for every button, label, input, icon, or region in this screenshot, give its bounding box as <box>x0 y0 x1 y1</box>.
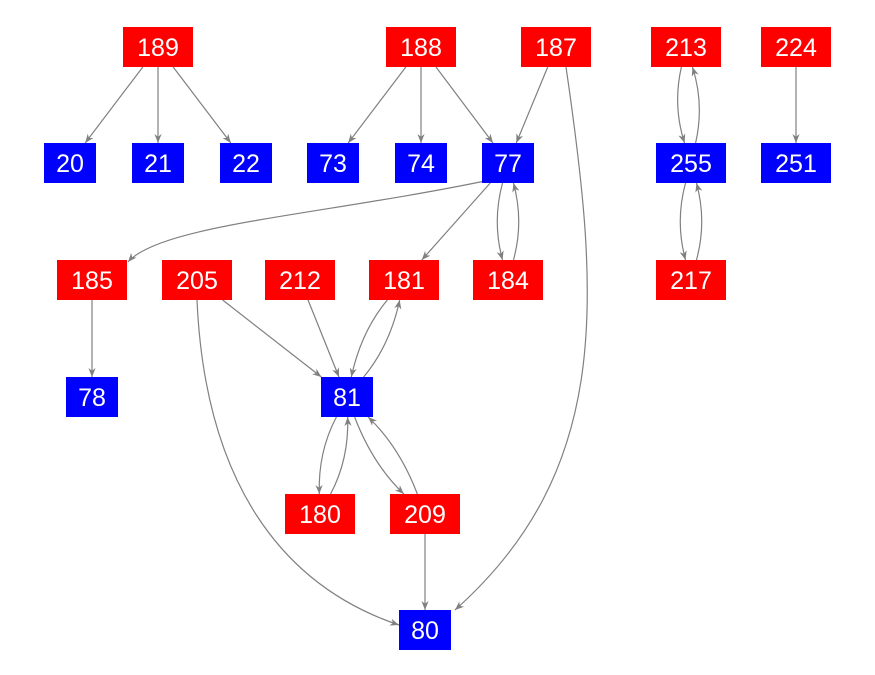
node-78: 78 <box>66 377 118 417</box>
node-label: 217 <box>670 267 712 295</box>
edge-213-255 <box>677 66 686 144</box>
node-209: 209 <box>390 494 460 534</box>
node-label: 73 <box>319 150 347 178</box>
node-box <box>265 260 335 300</box>
node-213: 213 <box>651 27 721 67</box>
node-box <box>57 260 127 300</box>
node-box <box>132 143 184 183</box>
node-box <box>521 27 591 67</box>
node-label: 212 <box>279 267 321 295</box>
node-box <box>220 143 272 183</box>
node-188: 188 <box>386 27 456 67</box>
node-box <box>162 260 232 300</box>
node-label: 189 <box>137 34 179 62</box>
node-label: 185 <box>71 267 113 295</box>
node-box <box>651 27 721 67</box>
node-box <box>386 27 456 67</box>
edge-77-184 <box>496 182 504 261</box>
edge-81-180 <box>315 416 337 495</box>
edge-188-77 <box>435 66 494 144</box>
edge-189-22 <box>172 66 232 144</box>
node-label: 20 <box>56 150 84 178</box>
edge-181-81 <box>349 299 388 378</box>
node-255: 255 <box>656 143 726 183</box>
edge-205-81 <box>222 299 322 378</box>
node-box <box>66 377 118 417</box>
edge-209-81 <box>367 416 418 495</box>
node-251: 251 <box>761 143 831 183</box>
node-73: 73 <box>307 143 359 183</box>
node-label: 205 <box>176 267 218 295</box>
node-box <box>482 143 534 183</box>
node-box <box>395 143 447 183</box>
node-label: 213 <box>665 34 707 62</box>
node-label: 80 <box>411 617 439 645</box>
node-224: 224 <box>761 27 831 67</box>
edge-81-181 <box>363 299 402 378</box>
node-label: 209 <box>404 501 446 529</box>
node-box <box>656 260 726 300</box>
node-185: 185 <box>57 260 127 300</box>
edge-184-77 <box>512 182 520 261</box>
node-box <box>307 143 359 183</box>
node-label: 78 <box>78 384 106 412</box>
node-20: 20 <box>44 143 96 183</box>
node-21: 21 <box>132 143 184 183</box>
node-box <box>761 27 831 67</box>
node-184: 184 <box>473 260 543 300</box>
edge-187-80 <box>454 66 588 611</box>
edge-188-73 <box>347 66 407 144</box>
node-22: 22 <box>220 143 272 183</box>
node-80: 80 <box>399 610 451 650</box>
node-label: 224 <box>775 34 817 62</box>
node-187: 187 <box>521 27 591 67</box>
node-box <box>285 494 355 534</box>
node-label: 188 <box>400 34 442 62</box>
node-label: 251 <box>775 150 817 178</box>
node-189: 189 <box>123 27 193 67</box>
edges <box>84 66 800 626</box>
node-74: 74 <box>395 143 447 183</box>
edge-180-81 <box>330 416 352 495</box>
node-label: 181 <box>383 267 425 295</box>
node-81: 81 <box>321 377 373 417</box>
edge-81-209 <box>354 416 405 495</box>
node-77: 77 <box>482 143 534 183</box>
edge-255-217 <box>679 182 687 261</box>
edge-77-185 <box>127 180 486 263</box>
node-label: 74 <box>407 150 435 178</box>
node-label: 187 <box>535 34 577 62</box>
edge-205-80 <box>196 299 400 626</box>
node-label: 81 <box>333 384 361 412</box>
edge-77-181 <box>421 182 491 261</box>
node-181: 181 <box>369 260 439 300</box>
node-label: 180 <box>299 501 341 529</box>
node-box <box>44 143 96 183</box>
node-label: 255 <box>670 150 712 178</box>
edge-217-255 <box>695 182 703 261</box>
node-box <box>390 494 460 534</box>
node-box <box>761 143 831 183</box>
node-label: 77 <box>494 150 522 178</box>
edge-189-20 <box>84 66 144 144</box>
edge-255-213 <box>691 66 700 144</box>
node-box <box>399 610 451 650</box>
node-label: 22 <box>232 150 260 178</box>
node-205: 205 <box>162 260 232 300</box>
node-180: 180 <box>285 494 355 534</box>
node-212: 212 <box>265 260 335 300</box>
node-box <box>473 260 543 300</box>
node-label: 184 <box>487 267 529 295</box>
node-217: 217 <box>656 260 726 300</box>
node-box <box>321 377 373 417</box>
node-box <box>656 143 726 183</box>
node-label: 21 <box>144 150 172 178</box>
edge-212-81 <box>307 299 340 378</box>
node-box <box>123 27 193 67</box>
nodes: 189 188 187 213 224 20 21 22 73 74 77 255 251 185 205 2… <box>44 27 831 650</box>
edge-187-77 <box>515 66 549 144</box>
node-box <box>369 260 439 300</box>
